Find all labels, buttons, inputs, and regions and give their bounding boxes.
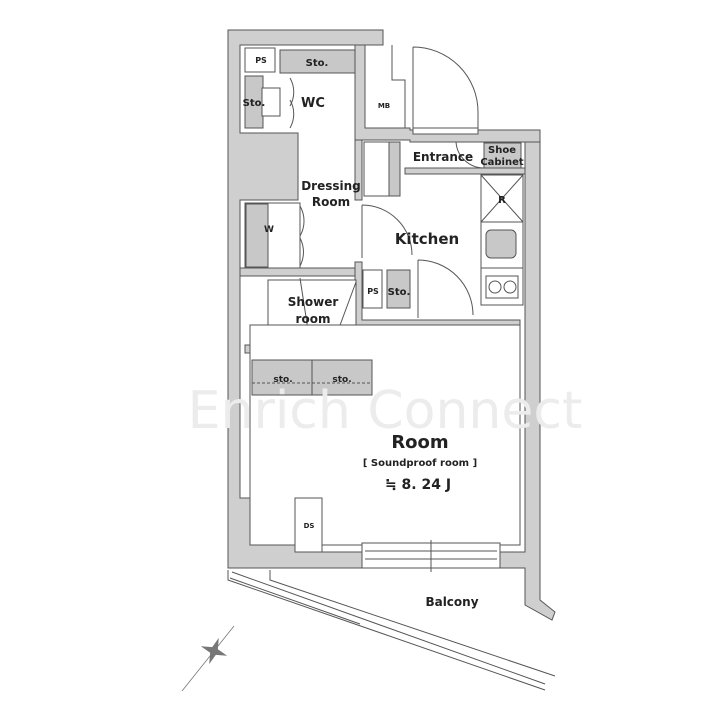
label-wc: WC bbox=[301, 96, 325, 111]
stove-top bbox=[485, 275, 519, 299]
wc-door bbox=[289, 77, 295, 129]
label-room-note: [ Soundproof room ] bbox=[363, 458, 477, 469]
label-storage-room-2: sto. bbox=[332, 375, 351, 385]
storage-kitchen bbox=[386, 269, 411, 309]
washer-pan bbox=[245, 203, 269, 268]
label-storage-top: Sto. bbox=[306, 58, 329, 69]
label-balcony: Balcony bbox=[425, 595, 478, 609]
label-dressing-2: Room bbox=[312, 195, 350, 209]
entrance-door bbox=[412, 46, 479, 130]
entrance-threshold bbox=[412, 127, 479, 135]
label-room-area: ≒ 8. 24 J bbox=[385, 477, 451, 493]
label-storage-wc: Sto. bbox=[243, 98, 266, 109]
balcony bbox=[227, 570, 556, 691]
toilet-icon bbox=[261, 87, 281, 117]
label-storage-room-1: sto. bbox=[273, 375, 292, 385]
label-mb: MB bbox=[378, 102, 390, 110]
ps-kitchen bbox=[362, 269, 383, 309]
label-dressing-1: Dressing bbox=[301, 179, 361, 193]
label-ps-top: PS bbox=[255, 56, 267, 65]
shoe-cabinet-door bbox=[455, 141, 485, 169]
label-entrance: Entrance bbox=[413, 150, 473, 164]
kitchen-door bbox=[361, 204, 413, 258]
stove-burner bbox=[503, 280, 517, 294]
label-washer: W bbox=[264, 225, 274, 235]
pipe-line bbox=[391, 45, 406, 128]
label-refrigerator: R bbox=[498, 195, 506, 206]
storage-top bbox=[279, 49, 356, 74]
shoe-cabinet bbox=[483, 142, 522, 169]
label-kitchen: Kitchen bbox=[395, 230, 459, 248]
label-ps-kitchen: PS bbox=[367, 287, 379, 296]
ds bbox=[294, 497, 323, 553]
compass-star-icon bbox=[181, 625, 235, 692]
refrigerator-cross bbox=[480, 174, 524, 223]
label-ds: DS bbox=[304, 522, 315, 530]
label-shoe-cabinet-1: Shoe bbox=[488, 145, 516, 156]
wash-basin-counter bbox=[388, 141, 401, 197]
label-shower-1: Shower bbox=[288, 295, 339, 309]
stove-burner bbox=[488, 280, 502, 294]
label-shower-2: room bbox=[296, 312, 331, 326]
washer-door bbox=[299, 205, 305, 267]
watermark: Enrich Connect bbox=[188, 381, 583, 441]
label-shoe-cabinet-2: Cabinet bbox=[480, 157, 524, 168]
sink-basin bbox=[485, 229, 517, 259]
label-room: Room bbox=[391, 432, 448, 453]
label-storage-kitchen: Sto. bbox=[388, 287, 411, 298]
ps-top bbox=[244, 47, 276, 73]
room-door bbox=[417, 259, 474, 318]
